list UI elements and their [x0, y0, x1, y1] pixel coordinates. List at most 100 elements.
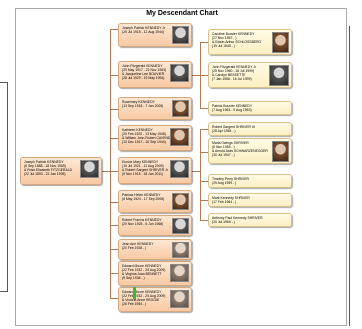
grandchild-node[interactable]: Anthony Paul Kennedy SHRIVER (20 Jul 196… — [208, 213, 292, 227]
person-line: Caroline Bouvier KENNEDY — [212, 32, 255, 36]
grandchild-node[interactable]: Maria Owings SHRIVER (6 Nov 1955 - ) & A… — [208, 138, 292, 164]
person-line: (25 Nov 1960 - 16 Jul 1999) — [212, 69, 255, 74]
left-panel-edge — [0, 82, 8, 292]
child-node[interactable]: Rosemary KENNEDY (13 Sep 1918 - 7 Jan 20… — [118, 97, 192, 120]
child-node[interactable]: Joseph Patrick KENNEDY Jr (25 Jul 1915 -… — [118, 23, 192, 47]
person-line: & Edwin Arthur SCHLOSSBERG — [212, 40, 262, 45]
couple-photo — [170, 128, 189, 146]
person-line: (29 May 1917 - 22 Nov 1963) — [122, 68, 167, 73]
child-node[interactable]: Eunice Mary KENNEDY (10 Jul 1921 - 11 Au… — [118, 157, 192, 184]
person-line: Joseph Patrick KENNEDY Jr — [122, 26, 166, 30]
person-line: (29 Aug 1959 - ) — [212, 181, 237, 186]
grandchild-node[interactable]: Caroline Bouvier KENNEDY (27 Nov 1957 - … — [208, 29, 292, 55]
person-line: (19 Jul 1945 - ) — [212, 44, 235, 49]
connector-line — [110, 225, 118, 226]
couple-photo — [170, 64, 189, 82]
connector-line — [192, 75, 200, 76]
person-line: John Fitzgerald KENNEDY Jr — [212, 65, 257, 69]
person-line: & Arnold Alois SCHWARZENEGGER — [212, 149, 268, 154]
person-line: & Victoria Anne REGGIE — [122, 298, 160, 303]
person-line: (30 Jul 1947 - ) — [212, 153, 235, 158]
child-node[interactable]: Kathleen KENNEDY (20 Feb 1920 - 13 May 1… — [118, 125, 192, 151]
person-line: (10 Dec 1917 - 10 Sep 1944) — [122, 140, 166, 145]
person-line: & Carolyn BESSETTE — [212, 73, 246, 78]
connector-line — [192, 171, 200, 172]
person-line: (27 Nov 1957 - ) — [212, 36, 237, 41]
person-line: (13 Sep 1918 - 7 Jan 2005) — [122, 104, 164, 109]
person-line: Anthony Paul Kennedy SHRIVER — [212, 216, 263, 220]
person-line: (10 Jul 1921 - 11 Aug 2009) — [122, 164, 164, 169]
person-line: (7 Jan 1966 - 16 Jul 1999) — [212, 77, 252, 82]
person-line: Robert Francis KENNEDY — [122, 218, 162, 222]
connector-line — [110, 298, 118, 299]
person-line: Timothy Perry SHRIVER — [212, 177, 249, 181]
person-line: (6 Sep 1888 - 18 Nov 1969) — [24, 164, 66, 169]
person-line: (20 Feb 1920 - 13 May 1948) — [122, 132, 166, 137]
connector-line — [200, 129, 208, 130]
couple-photo — [269, 65, 289, 86]
right-panel-edge — [349, 26, 350, 326]
portrait-photo — [172, 100, 189, 117]
person-line: (22 Jul 1890 - 22 Jan 1995) — [24, 172, 66, 177]
person-line: & Jacqueline Lee BOUVIER — [122, 72, 165, 77]
person-line: Joseph Patrick KENNEDY — [24, 160, 64, 164]
connector-line — [110, 29, 111, 298]
grandchild-node[interactable]: John Fitzgerald KENNEDY Jr (25 Nov 1960 … — [208, 62, 292, 88]
person-line: (28 Jul 1929 - 19 May 1994) — [122, 76, 165, 81]
connector-line — [102, 171, 110, 172]
connector-line — [110, 138, 118, 139]
person-line: & William John Robert CAVENDISH — [122, 136, 177, 141]
person-line: (26 Feb 1954 - ) — [122, 302, 147, 307]
person-line: Patricia Helen KENNEDY — [122, 193, 161, 197]
child-node[interactable]: Edward Moore KENNEDY (22 Feb 1932 - 25 A… — [118, 261, 192, 286]
connector-line — [200, 108, 208, 109]
person-line: (9 Nov 1915 - 18 Jan 2011) — [122, 172, 164, 177]
portrait-photo — [172, 193, 189, 210]
child-node[interactable]: Robert Francis KENNEDY (20 Nov 1925 - 6 … — [118, 215, 192, 236]
person-line: Eunice Mary KENNEDY — [122, 160, 159, 164]
connector-line — [110, 273, 118, 274]
person-line: & Rose Elizabeth FITZGERALD — [24, 168, 73, 173]
connector-line — [200, 42, 208, 43]
person-line: Mark Kennedy SHRIVER — [212, 196, 250, 200]
person-line: & Robert Sargent SHRIVER Jr — [122, 168, 168, 173]
couple-photo — [170, 160, 189, 178]
person-line: (25 Jul 1915 - 12 Aug 1944) — [122, 30, 164, 35]
person-line: (20 Jul 1965 - ) — [212, 220, 235, 225]
person-line: (20 Nov 1925 - 6 Jun 1968) — [122, 222, 164, 227]
person-line: (22 Feb 1932 - 25 Aug 2009) — [122, 268, 166, 273]
connector-line — [110, 171, 118, 172]
child-node[interactable]: Edward Moore KENNEDY (22 Feb 1932 - 25 A… — [118, 287, 192, 312]
portrait-photo — [172, 242, 189, 258]
person-line: (9 Sep 1936 - ) — [122, 276, 145, 281]
couple-photo — [80, 160, 99, 178]
portrait-photo — [272, 32, 289, 53]
child-node[interactable]: Jean Ann KENNEDY (20 Feb 1928 - ) — [118, 239, 192, 260]
person-line: & Virginia Joan BENNETT — [122, 272, 162, 277]
selection-marker — [133, 287, 136, 299]
portrait-photo — [172, 26, 189, 44]
person-line: Kathleen KENNEDY — [122, 128, 153, 132]
child-node[interactable]: John Fitzgerald KENNEDY (29 May 1917 - 2… — [118, 61, 192, 88]
person-line: Patrick Bouvier KENNEDY — [212, 104, 253, 108]
connector-line — [110, 202, 118, 203]
grandchild-node[interactable]: Timothy Perry SHRIVER (29 Aug 1959 - ) — [208, 174, 292, 188]
person-line: Jean Ann KENNEDY — [122, 242, 154, 246]
connector-line — [200, 152, 208, 153]
grandchild-node[interactable]: Patrick Bouvier KENNEDY (7 Aug 1963 - 9 … — [208, 101, 292, 115]
person-line: (17 Feb 1964 - ) — [212, 200, 237, 205]
connector-line — [200, 181, 208, 182]
grandchild-node[interactable]: Mark Kennedy SHRIVER (17 Feb 1964 - ) — [208, 193, 292, 207]
person-line: (6 May 1924 - 17 Sep 2006) — [122, 197, 165, 202]
person-line: Maria Owings SHRIVER — [212, 141, 249, 145]
grandchild-node[interactable]: Robert Sargent SHRIVER III (28 Apr 1954 … — [208, 122, 292, 136]
portrait-photo — [172, 218, 189, 234]
root-couple-node[interactable]: Joseph Patrick KENNEDY (6 Sep 1888 - 18 … — [20, 157, 102, 185]
portrait-photo — [272, 141, 289, 162]
chart-title: My Descendant Chart — [146, 10, 218, 17]
descendant-chart: My Descendant Chart Joseph Patrick KENNE… — [15, 8, 347, 326]
connector-line — [200, 75, 208, 76]
person-line: (20 Feb 1928 - ) — [122, 246, 147, 251]
child-node[interactable]: Patricia Helen KENNEDY (6 May 1924 - 17 … — [118, 190, 192, 213]
connector-line — [200, 220, 208, 221]
